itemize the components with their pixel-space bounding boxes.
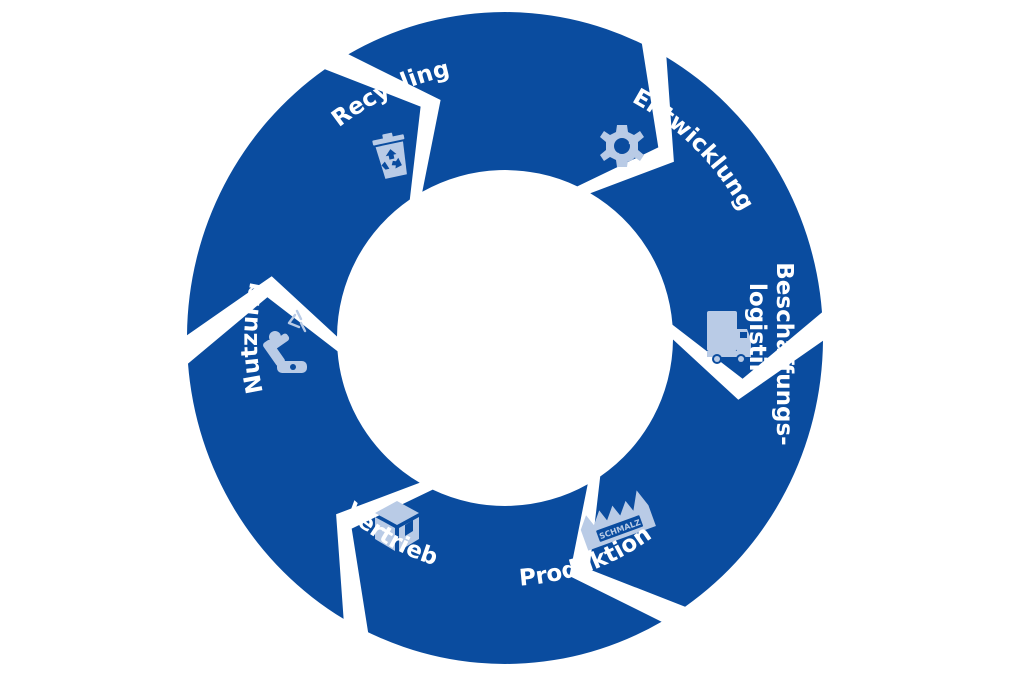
segment-entwicklung [590, 57, 822, 379]
segment-vertrieb [188, 297, 420, 619]
segment-nutzung [187, 69, 421, 337]
segment-beschaffungslogistik [589, 339, 823, 607]
stage-label-logistik: logistik [744, 283, 770, 380]
recycle-bin-icon [372, 132, 407, 179]
gear-icon [600, 125, 644, 167]
segment-produktion [351, 484, 662, 664]
package-icon [375, 501, 419, 551]
stage-label-beschaffungs: Beschaffungs- [771, 262, 797, 445]
segment-recycling [348, 12, 659, 192]
truck-icon [707, 311, 751, 364]
robot-arm-icon [263, 309, 307, 373]
